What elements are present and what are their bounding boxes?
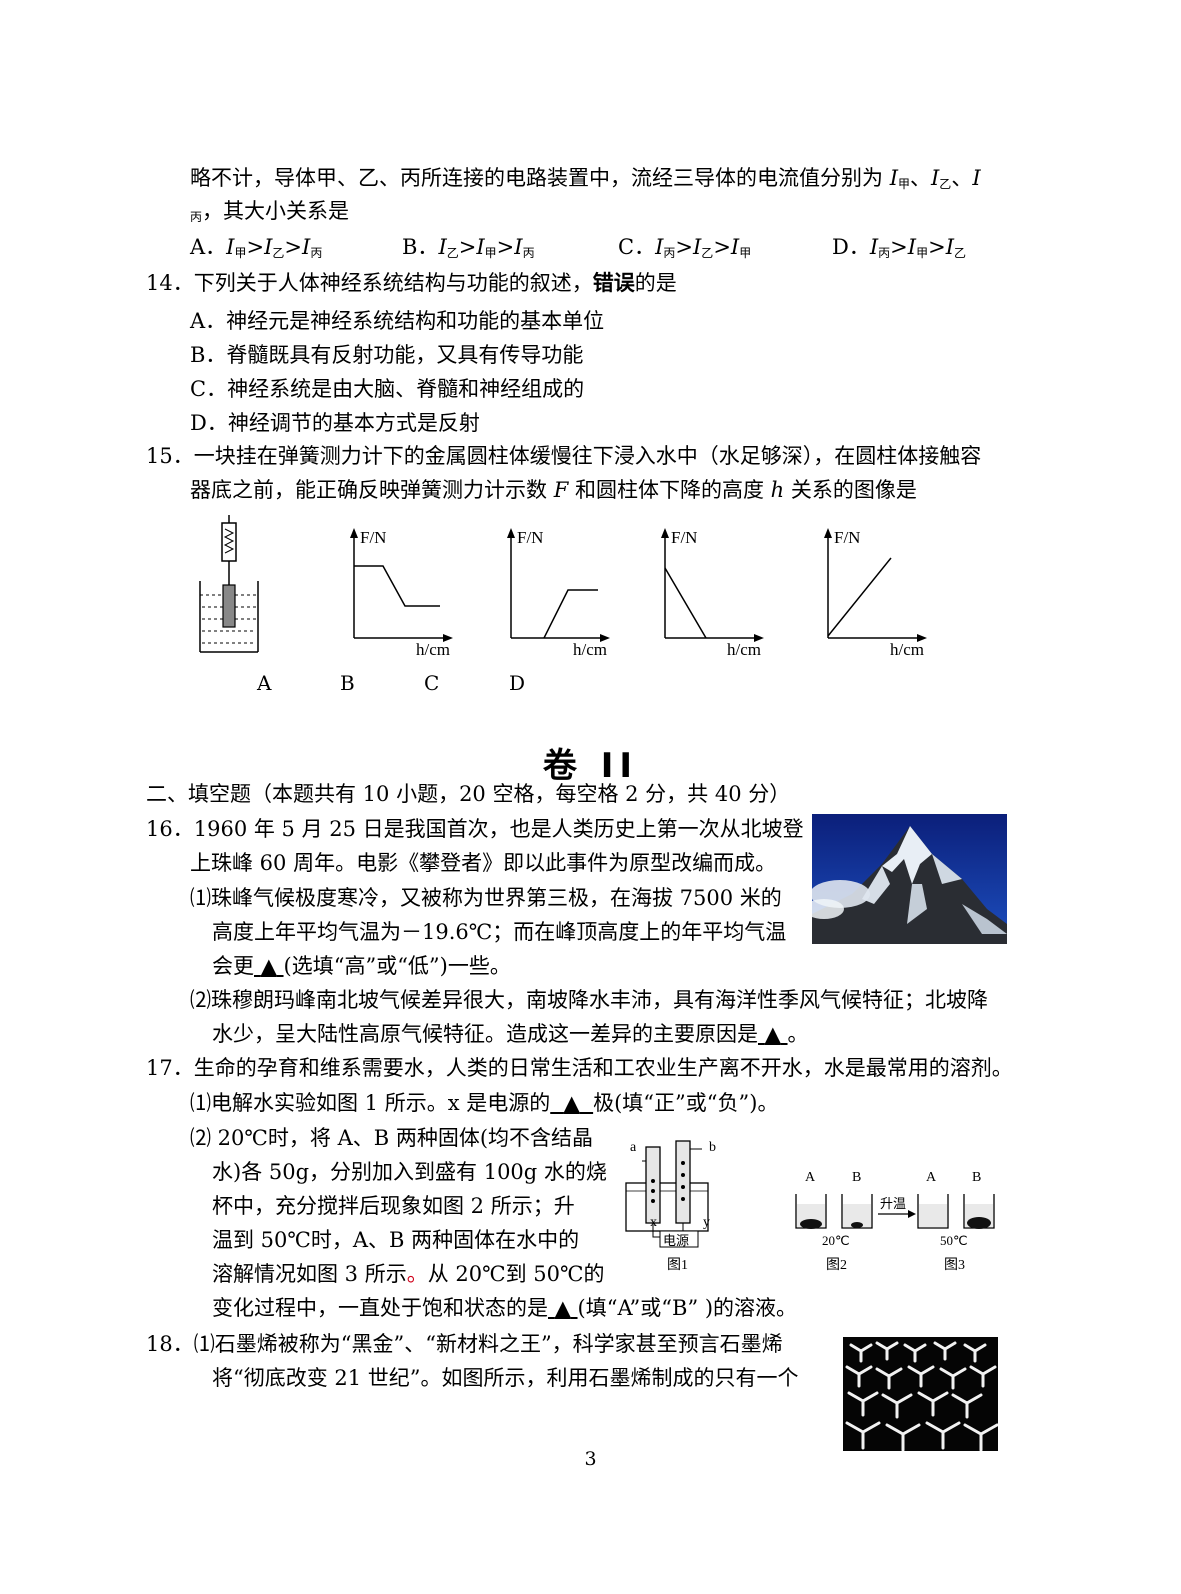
q16-p2-line2: 水少，呈大陆性高原气候特征。造成这一差异的主要原因是 ▲ 。 <box>212 1022 809 1046</box>
q13-line2: 丙，其大小关系是 <box>190 199 350 224</box>
q16-p2-line1: ⑵珠穆朗玛峰南北坡气候差异很大，南坡降水丰沛，具有海洋性季风气候特征；北坡降 <box>190 988 988 1012</box>
fig1-caption: 图1 <box>667 1258 688 1273</box>
fig2-temp: 20℃ <box>822 1233 850 1248</box>
graph-d1-x-label: h/cm <box>727 640 761 659</box>
graph-c-y-label: F/N <box>517 528 544 547</box>
graphene-image <box>843 1337 998 1451</box>
q17-p1: ⑴电解水实验如图 1 所示。x 是电源的 ▲ 极(填“正”或“负”)。 <box>190 1091 779 1115</box>
fig1-power-label: 电源 <box>663 1233 690 1248</box>
fig1-label-y: y <box>703 1215 710 1230</box>
graph-d1-y-label: F/N <box>671 528 698 547</box>
section-title: 卷 II <box>542 746 639 786</box>
section-header: 二、填空题（本题共有 10 小题，20 空格，每空格 2 分，共 40 分） <box>146 782 791 806</box>
q18-line1: 18．⑴石墨烯被称为“黑金”、“新材料之王”，科学家甚至预言石墨烯 <box>146 1332 783 1356</box>
page-number: 3 <box>584 1448 597 1470</box>
q14-stem: 14．下列关于人体神经系统结构与功能的叙述，错误的是 <box>146 271 677 295</box>
q15-line1: 15．一块挂在弹簧测力计下的金属圆柱体缓慢往下浸入水中（水足够深），在圆柱体接触… <box>146 444 982 468</box>
q13-line1: 略不计，导体甲、乙、丙所连接的电路装置中，流经三导体的电流值分别为 I甲、I乙、… <box>190 166 981 191</box>
fig2-caption: 图2 <box>826 1258 847 1273</box>
q14-option-a: A．神经元是神经系统结构和功能的基本单位 <box>190 309 605 333</box>
q14-option-b: B．脊髓既具有反射功能，又具有传导功能 <box>190 343 584 367</box>
mountain-photo <box>812 814 1007 944</box>
option-label-b: B <box>340 671 355 695</box>
fig2-label-b: B <box>852 1170 862 1185</box>
q17-p2-l1: ⑵ 20℃时，将 A、B 两种固体(均不含结晶 <box>190 1126 594 1150</box>
q17-p2-l3: 杯中，充分搅拌后现象如图 2 所示；升 <box>212 1194 575 1218</box>
graph-c-x-label: h/cm <box>573 640 607 659</box>
q14-option-d: D．神经调节的基本方式是反射 <box>190 411 480 435</box>
graph-d2 <box>824 528 927 642</box>
fig1-label-x: x <box>650 1215 657 1230</box>
fig3-temp: 50℃ <box>940 1233 968 1248</box>
q17-line1: 17．生命的孕育和维系需要水，人类的日常生活和工农业生产离不开水，水是最常用的溶… <box>146 1056 1013 1080</box>
graph-d2-x-label: h/cm <box>890 640 924 659</box>
graph-b-x-label: h/cm <box>416 640 450 659</box>
option-label-d: D <box>509 671 526 695</box>
beakers-figure <box>795 1194 995 1229</box>
fig3-label-b: B <box>972 1170 982 1185</box>
graph-d2-y-label: F/N <box>834 528 861 547</box>
q17-p2-l6: 变化过程中，一直处于饱和状态的是 ▲ (填“A”或“B” )的溶液。 <box>212 1296 798 1320</box>
graph-d1 <box>661 528 764 642</box>
q16-line1: 16．1960 年 5 月 25 日是我国首次，也是人类历史上第一次从北坡登 <box>146 817 804 841</box>
q14-option-c: C．神经系统是由大脑、脊髓和神经组成的 <box>190 377 585 401</box>
fig1-label-a: a <box>630 1140 637 1155</box>
q13-option-c: C．I丙>I乙>I甲 <box>618 235 752 260</box>
fig2-label-a: A <box>805 1170 816 1185</box>
q17-p2-l2: 水)各 50g，分别加入到盛有 100g 水的烧 <box>212 1160 607 1184</box>
q16-p1-line3: 会更 ▲ (选填“高”或“低”)一些。 <box>212 954 511 978</box>
q17-p2-l5: 溶解情况如图 3 所示。从 20℃到 50℃的 <box>212 1262 605 1286</box>
spring-scale-figure <box>199 515 259 653</box>
electrolysis-figure <box>625 1140 709 1248</box>
option-label-c: C <box>424 671 440 695</box>
q15-line2: 器底之前，能正确反映弹簧测力计示数 F 和圆柱体下降的高度 h 关系的图像是 <box>190 478 917 502</box>
q18-line2: 将“彻底改变 21 世纪”。如图所示，利用石墨烯制成的只有一个 <box>212 1366 799 1390</box>
q16-line2: 上珠峰 60 周年。电影《攀登者》即以此事件为原型改编而成。 <box>190 851 777 875</box>
q16-p1-line2: 高度上年平均气温为－19.6℃；而在峰顶高度上的年平均气温 <box>212 920 787 944</box>
q17-p2-l4: 温到 50℃时，A、B 两种固体在水中的 <box>212 1228 580 1252</box>
option-label-a: A <box>257 671 272 695</box>
graph-b <box>350 528 453 642</box>
q13-option-d: D．I丙>I甲>I乙 <box>832 235 966 260</box>
q16-p1-line1: ⑴珠峰气候极度寒冷，又被称为世界第三极，在海拔 7500 米的 <box>190 886 782 910</box>
fig1-label-b: b <box>709 1140 716 1155</box>
graph-c <box>507 528 610 642</box>
fig3-arrow-text: 升温 <box>880 1196 907 1211</box>
fig3-label-a: A <box>926 1170 937 1185</box>
graph-b-y-label: F/N <box>360 528 387 547</box>
q13-option-a: A．I甲>I乙>I丙 <box>190 235 323 260</box>
q13-option-b: B．I乙>I甲>I丙 <box>402 235 535 260</box>
fig3-caption: 图3 <box>944 1258 965 1273</box>
